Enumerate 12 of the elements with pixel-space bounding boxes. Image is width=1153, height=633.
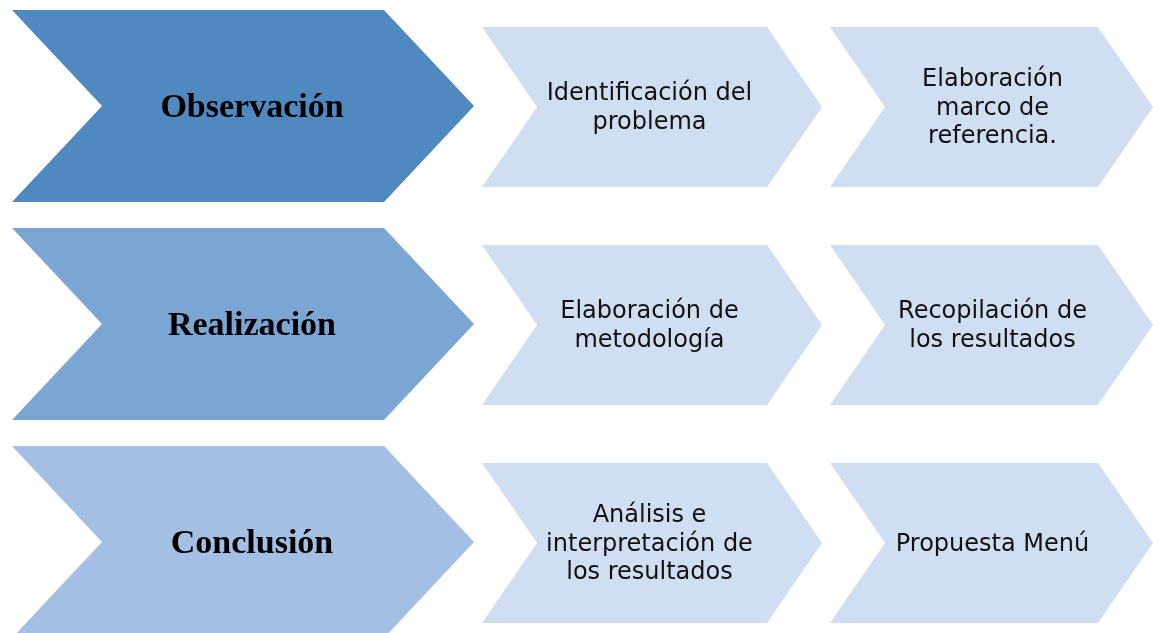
step-card [830, 245, 1153, 405]
step-label: Análisis e interpretación de los resultados [545, 499, 754, 587]
step-card [830, 463, 1153, 623]
step-label: Propuesta Menú [895, 528, 1090, 558]
step-label: Identificación del problema [545, 78, 754, 136]
phase-title: Observación [160, 87, 344, 125]
step-label: Recopilación de los resultados [897, 296, 1088, 354]
step-label: Elaboración marco de referencia. [921, 63, 1064, 151]
step-card [830, 27, 1153, 187]
phase-title: Conclusión [170, 523, 334, 561]
step-label: Elaboración de metodología [559, 296, 740, 354]
phase-title: Realización [167, 305, 337, 343]
